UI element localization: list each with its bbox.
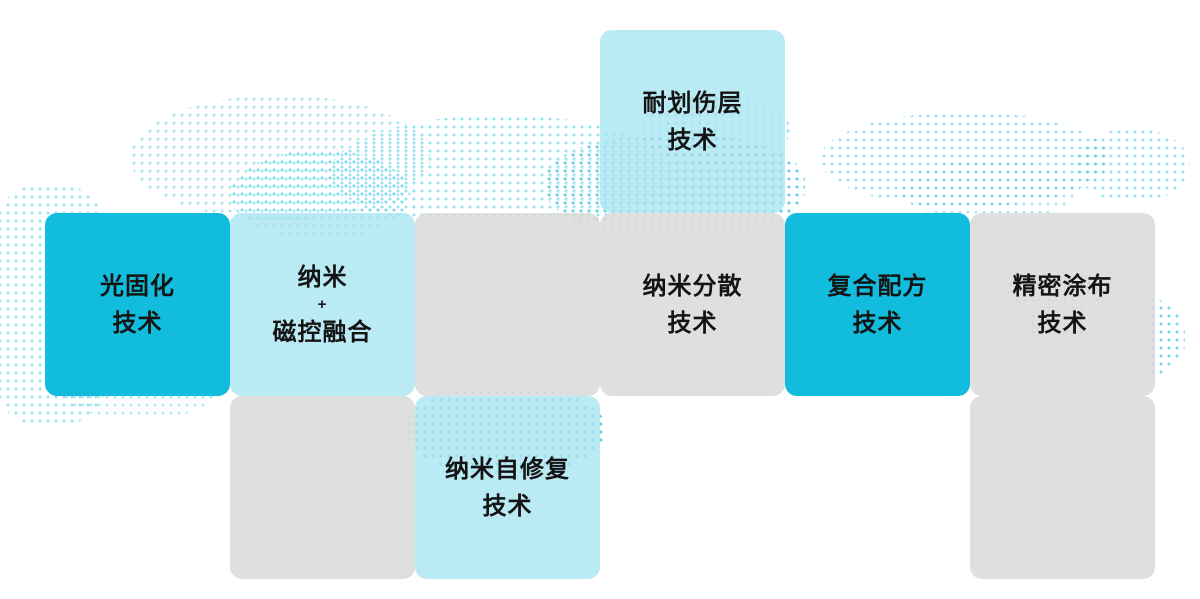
cell-composite-formula: 复合配方 技术 xyxy=(785,213,970,396)
cell-nano-magnetron-fusion: 纳米 + 磁控融合 xyxy=(230,213,415,396)
cell-label-line: 技术 xyxy=(482,492,533,520)
cell-nano-self-repair: 纳米自修复 技术 xyxy=(415,396,600,579)
plus-sign: + xyxy=(317,295,328,313)
cell-label-line: 精密涂布 xyxy=(1012,272,1113,300)
cell-label-line: 纳米分散 xyxy=(642,272,743,300)
cell-label-line: 纳米 xyxy=(297,263,348,291)
cell-empty-3 xyxy=(970,396,1155,579)
cell-label-line: 技术 xyxy=(1037,309,1088,337)
cell-label-line: 复合配方 xyxy=(827,272,928,300)
cell-empty-2 xyxy=(230,396,415,579)
cell-label-line: 技术 xyxy=(112,309,163,337)
cell-scratch-resistant: 耐划伤层 技术 xyxy=(600,30,785,213)
cell-uv-curing: 光固化 技术 xyxy=(45,213,230,396)
cell-nano-dispersion: 纳米分散 技术 xyxy=(600,213,785,396)
cell-label-line: 耐划伤层 xyxy=(642,89,743,117)
cell-label-line: 磁控融合 xyxy=(272,318,373,346)
tech-grid: 耐划伤层 技术 光固化 技术 纳米 + 磁控融合 纳米分散 技术 复合配方 技术… xyxy=(45,30,1155,579)
cell-label-line: 纳米自修复 xyxy=(445,455,570,483)
cell-label-line: 技术 xyxy=(667,309,718,337)
cell-precision-coating: 精密涂布 技术 xyxy=(970,213,1155,396)
cell-label-line: 光固化 xyxy=(100,272,175,300)
cell-label-line: 技术 xyxy=(852,309,903,337)
cell-label-line: 技术 xyxy=(667,126,718,154)
cell-empty-1 xyxy=(415,213,600,396)
